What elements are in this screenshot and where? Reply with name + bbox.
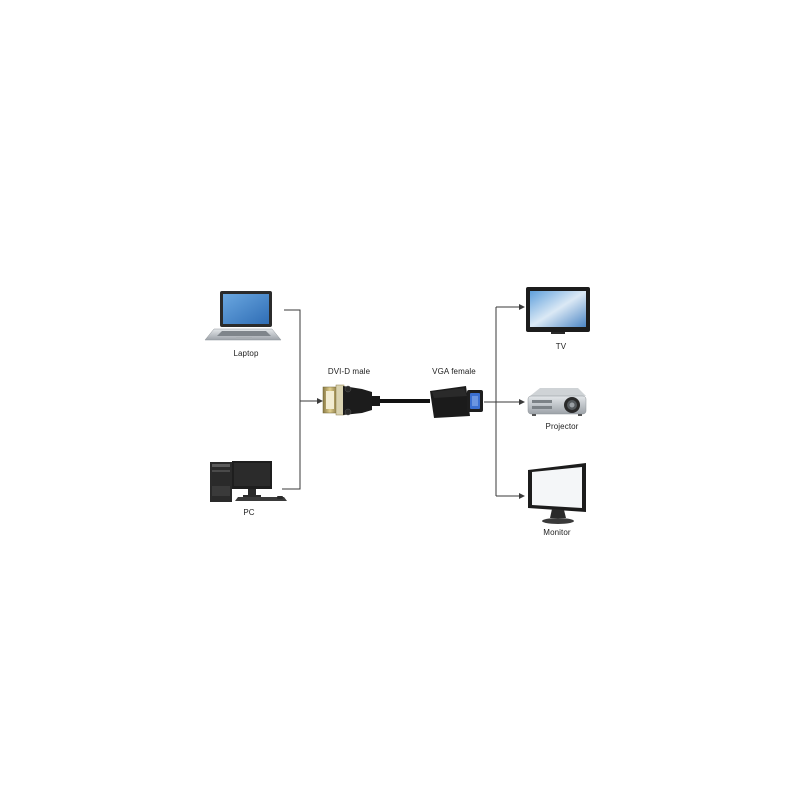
monitor-label: Monitor xyxy=(543,528,571,537)
pc-label: PC xyxy=(243,508,255,517)
pc-icon xyxy=(210,461,287,502)
tv-icon xyxy=(526,287,590,334)
connector-lines xyxy=(282,304,525,499)
vga-female-adapter-icon xyxy=(430,386,483,418)
laptop-label: Laptop xyxy=(233,349,259,358)
laptop-icon xyxy=(204,291,282,341)
vga-female-label: VGA female xyxy=(432,367,476,376)
dvi-male-connector-icon xyxy=(322,384,430,416)
projector-icon xyxy=(527,388,587,416)
tv-label: TV xyxy=(555,342,567,351)
monitor-icon xyxy=(528,463,586,524)
dvi-d-male-label: DVI-D male xyxy=(327,367,371,376)
laptop-connector-line xyxy=(284,309,301,400)
pc-connector-line xyxy=(282,400,301,490)
projector-label: Projector xyxy=(545,422,579,431)
